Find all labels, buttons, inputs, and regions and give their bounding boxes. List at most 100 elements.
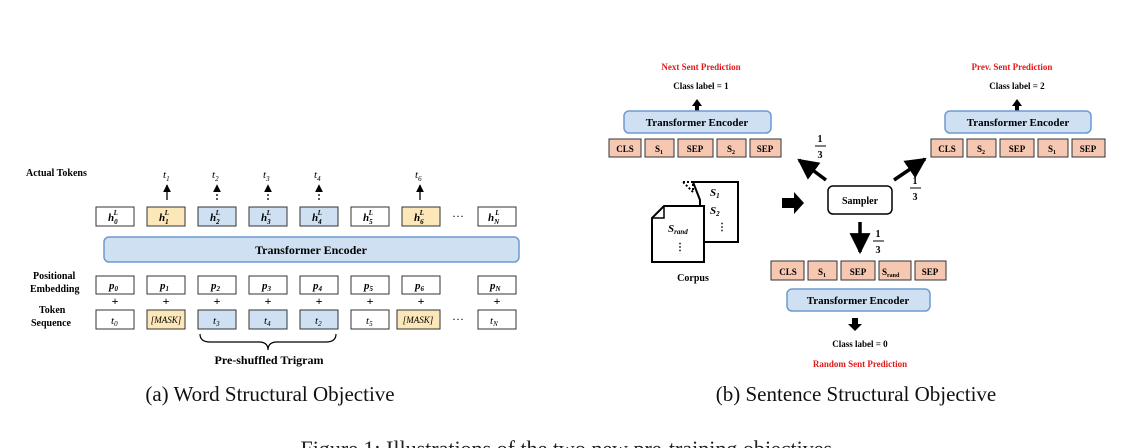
mask-token-label: [MASK] — [151, 315, 182, 325]
position-box — [95, 275, 135, 295]
actual-token: t1 — [163, 169, 170, 183]
token-box-masked — [396, 309, 441, 330]
fraction-denominator: 3 — [913, 192, 918, 203]
positional-row: p0 p1 p2 p3 p4 p5 p6 pN — [95, 275, 517, 295]
seq-label: SEP — [1009, 144, 1026, 154]
hidden-box-shuffled — [197, 206, 237, 227]
seq-box — [840, 260, 876, 281]
position-label: pN — [489, 280, 502, 293]
hidden-label: h0L — [108, 209, 118, 226]
plus-sign: + — [265, 294, 272, 308]
label-positional: Positional — [33, 271, 75, 282]
hidden-label: h3L — [261, 209, 271, 226]
token-label: t3 — [213, 315, 220, 328]
transformer-encoder — [103, 236, 520, 263]
hidden-state-row: h0L h1L h2L h3L h4L h5L h6L hNL ··· — [95, 206, 517, 227]
seq-box — [878, 260, 912, 281]
corpus-documents: S1 S2 ⋮ Srand ⋮ — [651, 181, 739, 263]
token-label: t2 — [315, 315, 322, 328]
fraction-numerator: 1 — [818, 134, 823, 145]
hidden-box-masked — [401, 206, 441, 227]
seq-box — [1071, 138, 1106, 158]
seq-label: S1 — [818, 267, 826, 279]
fraction-denominator: 3 — [876, 245, 881, 256]
document-front — [651, 205, 705, 263]
seq-box — [807, 260, 838, 281]
corpus-to-sampler-arrow — [782, 192, 804, 214]
hidden-label: h4L — [312, 209, 322, 226]
transformer-encoder-label: Transformer Encoder — [646, 117, 749, 129]
hidden-box-masked — [146, 206, 186, 227]
token-label: t4 — [264, 315, 271, 328]
seq-label: S2 — [977, 144, 985, 156]
position-box — [350, 275, 390, 295]
hidden-label: h6L — [414, 209, 424, 226]
token-label: t5 — [366, 315, 373, 328]
plus-sign: + — [494, 294, 501, 308]
token-box-shuffled — [299, 309, 339, 330]
trigram-brace — [199, 333, 337, 351]
token-label: tN — [490, 315, 498, 328]
token-box-masked — [146, 309, 186, 330]
hidden-label: h1L — [159, 209, 169, 226]
label-embedding: Embedding — [30, 284, 79, 295]
label-actual-tokens: Actual Tokens — [26, 168, 87, 179]
transformer-encoder — [786, 288, 931, 312]
seq-label: S2 — [727, 144, 735, 156]
hidden-box — [95, 206, 135, 227]
fraction-denominator: 3 — [818, 150, 823, 161]
seq-box — [1037, 138, 1069, 158]
plus-sign: + — [163, 294, 170, 308]
token-box-shuffled — [248, 309, 288, 330]
seq-label: Srand — [882, 267, 900, 279]
doc-dots: ⋮ — [675, 242, 685, 253]
seq-box — [999, 138, 1035, 158]
actual-token: t2 — [212, 169, 219, 183]
brace-label: Pre-shuffled Trigram — [215, 353, 324, 367]
seq-label: SEP — [687, 144, 704, 154]
seq-box — [749, 138, 782, 158]
position-box — [477, 275, 517, 295]
position-box — [401, 275, 441, 295]
next-sent-title: Next Sent Prediction — [661, 62, 740, 72]
plus-sign: + — [214, 294, 221, 308]
caption-a: (a) Word Structural Objective — [145, 382, 394, 406]
seq-label: S1 — [1048, 144, 1056, 156]
fraction-next: 1 3 — [815, 134, 826, 161]
fraction-prev: 1 3 — [910, 176, 921, 203]
doc-s2: S2 — [710, 205, 720, 218]
position-label: p1 — [159, 280, 169, 293]
seq-box — [914, 260, 947, 281]
token-box-shuffled — [197, 309, 237, 330]
transformer-encoder — [944, 110, 1092, 134]
fraction-numerator: 1 — [876, 229, 881, 240]
prev-sequence: CLS S2 SEP S1 SEP — [930, 138, 1106, 158]
next-class-label: Class label = 1 — [673, 81, 729, 91]
seq-box — [930, 138, 964, 158]
rand-class-label: Class label = 0 — [832, 339, 888, 349]
position-box — [299, 275, 339, 295]
position-label: p0 — [108, 280, 119, 293]
prev-class-label: Class label = 2 — [989, 81, 1045, 91]
position-box — [146, 275, 186, 295]
fraction-random: 1 3 — [873, 229, 884, 256]
hidden-label: hNL — [488, 209, 500, 226]
hidden-box-shuffled — [248, 206, 288, 227]
transformer-encoder-label: Transformer Encoder — [967, 117, 1070, 129]
document-fold-dots — [680, 181, 694, 195]
hidden-box-shuffled — [299, 206, 339, 227]
caption-b: (b) Sentence Structural Objective — [716, 382, 996, 406]
token-sequence-row: t0 [MASK] t3 t4 t2 t5 [MASK] tN ··· — [95, 309, 517, 330]
figure-caption: Figure 1: Illustrations of the two new p… — [300, 436, 837, 448]
position-box — [197, 275, 237, 295]
sampler-box — [827, 185, 893, 215]
actual-token: t4 — [314, 169, 321, 183]
transformer-encoder-label: Transformer Encoder — [255, 243, 368, 257]
doc-dots: ⋮ — [717, 222, 727, 233]
plus-sign: + — [316, 294, 323, 308]
down-arrow-icon — [848, 318, 862, 331]
seq-box — [644, 138, 675, 158]
sampler-label: Sampler — [842, 196, 879, 207]
position-label: p5 — [363, 280, 374, 293]
